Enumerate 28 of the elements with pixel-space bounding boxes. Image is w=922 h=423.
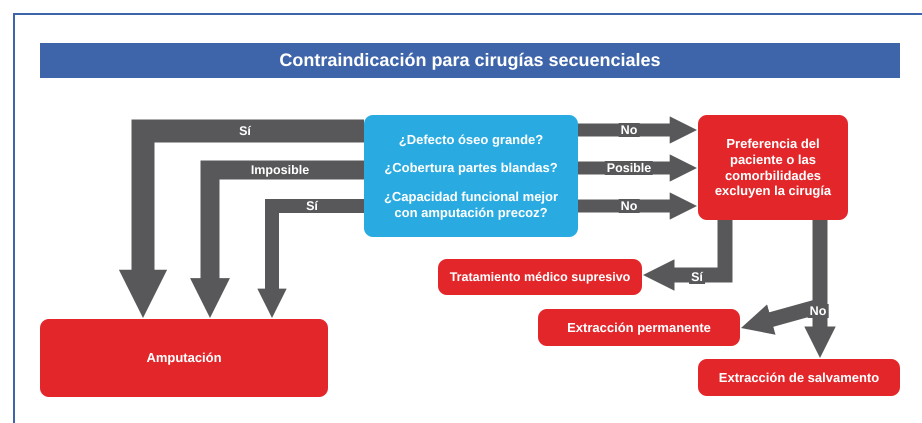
arrow	[257, 199, 364, 318]
title-banner: Contraindicación para cirugías secuenciales	[40, 43, 900, 78]
node-text: Amputación	[146, 350, 222, 366]
edge-label: Sí	[304, 199, 320, 213]
node-text: ¿Capacidad funcional mejor con amputación precoz?	[382, 189, 560, 220]
arrow	[190, 160, 364, 318]
node-text: Extracción permanente	[567, 320, 711, 336]
node-text: Preferencia del paciente o las comorbilidades excluyen la cirugía	[714, 136, 832, 199]
edge-label: Imposible	[248, 163, 312, 177]
outcome-box	[698, 359, 900, 396]
edge-label: Sí	[237, 124, 253, 138]
outcome-box	[538, 309, 740, 346]
arrow	[118, 120, 364, 318]
arrow	[578, 116, 697, 144]
question-box	[364, 115, 578, 237]
outcome-box	[40, 319, 328, 397]
outcome-box	[438, 259, 642, 295]
node-text: Tratamiento médico supresivo	[450, 270, 630, 284]
edge-label: Posible	[604, 161, 654, 175]
edge-label: No	[618, 199, 640, 213]
node-text: ¿Defecto óseo grande?	[398, 132, 544, 148]
arrow	[578, 192, 697, 220]
node-text: ¿Cobertura partes blandas?	[384, 160, 558, 176]
edge-label: Sí	[689, 270, 705, 284]
decision-box	[698, 115, 848, 220]
node-text: Extracción de salvamento	[718, 370, 880, 386]
edge-label: No	[618, 123, 640, 137]
edge-label: No	[808, 304, 828, 318]
